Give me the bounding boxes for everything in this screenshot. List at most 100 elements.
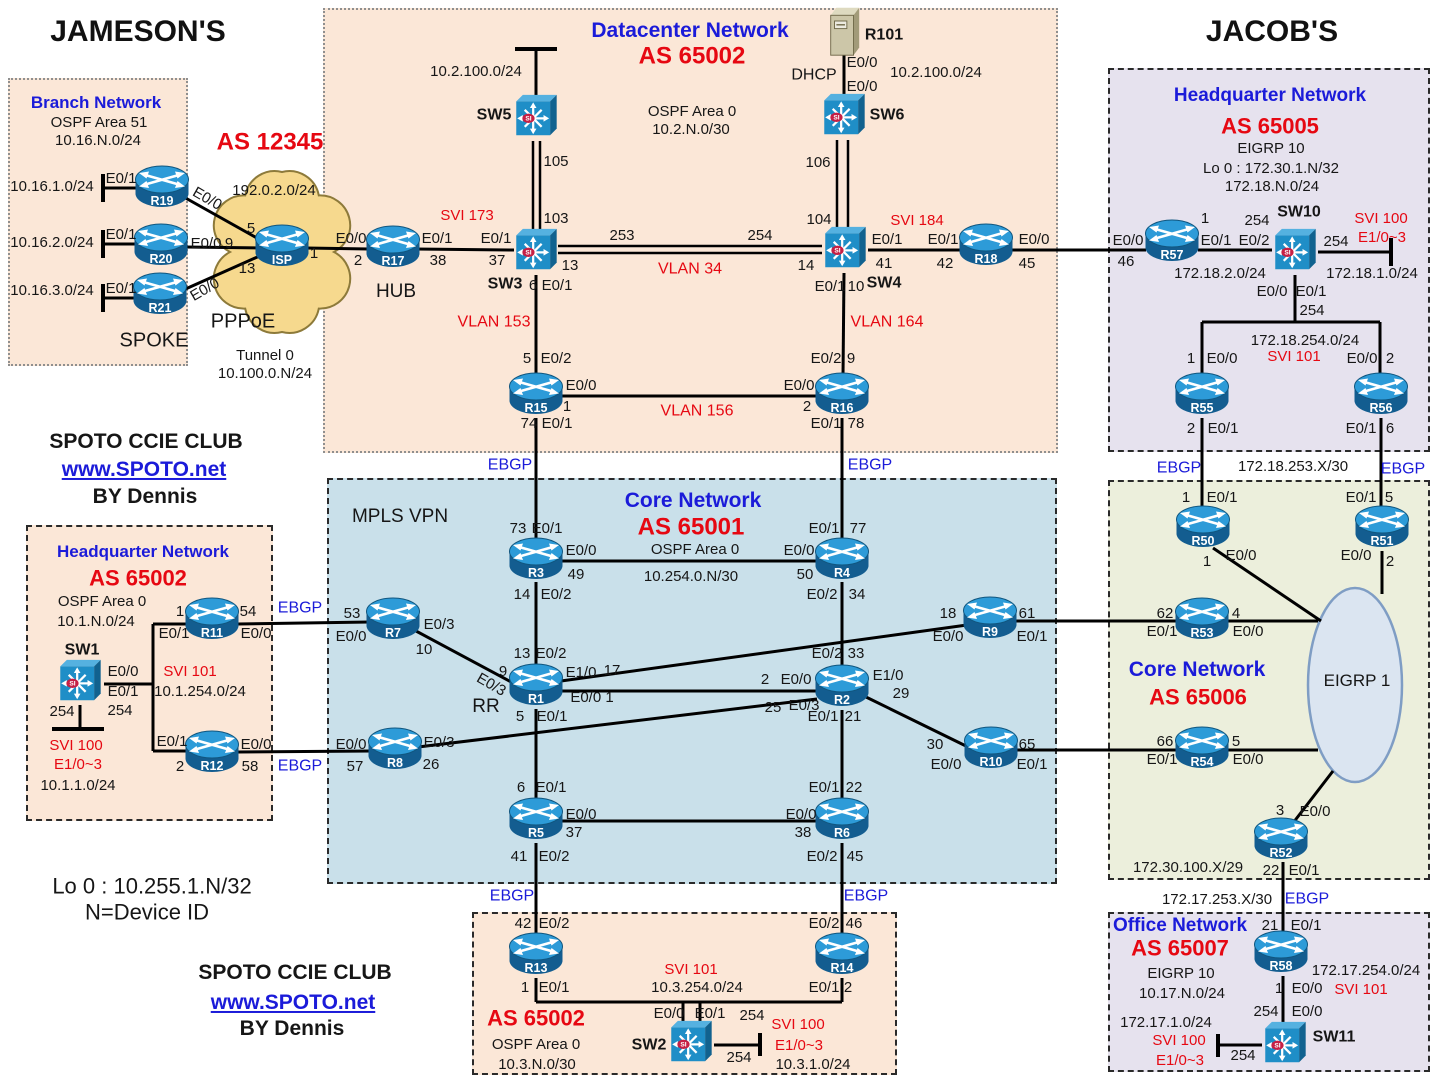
label-10-100-0-n-24: 10.100.0.N/24 (217, 365, 313, 383)
label-e0-3: E0/3 (788, 697, 820, 715)
region-branch-network (8, 78, 188, 366)
label-n-device-id: N=Device ID (84, 899, 210, 925)
label-e0-0: E0/0 (930, 756, 962, 774)
link-41 (1291, 770, 1335, 824)
label-as-65002: AS 65002 (89, 565, 187, 591)
label-6: 6 (1385, 420, 1395, 438)
label-sw6: SW6 (869, 106, 905, 124)
label-61: 61 (1018, 605, 1036, 623)
label-e0-1: E0/1 (1295, 283, 1327, 301)
router-R54: R54 (1174, 725, 1230, 776)
label-ebgp: EBGP (277, 599, 323, 617)
label-e0-1: E0/1 (1206, 489, 1238, 507)
label-e0-1: E0/1 (807, 708, 839, 726)
router-icon: R5 (509, 797, 563, 840)
label-hub: HUB (375, 281, 417, 303)
label-254: 254 (739, 1007, 765, 1025)
label-e0-1: E0/1 (105, 170, 137, 188)
switch-icon: SI (516, 94, 557, 136)
router-icon: R8 (368, 727, 422, 770)
label-53: 53 (343, 605, 361, 623)
label-2: 2 (802, 398, 812, 416)
link-9 (305, 246, 370, 251)
router-R12: R12 (184, 729, 240, 780)
label-e0-2: E0/2 (535, 645, 567, 663)
router-icon: R15 (509, 372, 563, 415)
label-34: 34 (848, 586, 866, 604)
label-sw4: SW4 (866, 274, 902, 292)
label-ebgp: EBGP (847, 456, 893, 474)
label-172-18-2-0-24: 172.18.2.0/24 (1174, 265, 1266, 283)
label-e0-0: E0/0 (1232, 751, 1264, 769)
label-e0-2: E0/2 (811, 645, 843, 663)
label-e0-0: E0/0 (1346, 350, 1378, 368)
label-5: 5 (522, 350, 532, 368)
switch-SW6: SI (821, 91, 868, 143)
svg-text:R1: R1 (528, 692, 544, 706)
label-e0-1: E0/1 (1290, 917, 1322, 935)
label-13: 13 (238, 260, 256, 278)
svg-text:R12: R12 (201, 759, 224, 773)
label-e0-0: E0/0 (846, 78, 878, 96)
label-e0-0: E0/0 (846, 54, 878, 72)
label-e0-2: E0/2 (808, 915, 840, 933)
label-5: 5 (246, 220, 256, 238)
label-49: 49 (567, 566, 585, 584)
label-sw11: SW11 (1312, 1028, 1356, 1046)
switch-icon: SI (516, 228, 557, 270)
label-46: 46 (1117, 253, 1135, 271)
label-vlan-34: VLAN 34 (657, 260, 723, 278)
label-e0-1: E0/1 (535, 779, 567, 797)
label-14: 14 (513, 586, 531, 604)
label-10-1-n-0-24: 10.1.N.0/24 (57, 613, 135, 631)
label-svi-101: SVI 101 (1267, 348, 1321, 366)
label-22: 22 (845, 779, 863, 797)
label-vlan-153: VLAN 153 (457, 313, 531, 331)
label-mpls-vpn: MPLS VPN (351, 506, 449, 528)
label-e0-1: E0/1 (541, 415, 573, 433)
label-5: 5 (1384, 489, 1394, 507)
label-as-65002: AS 65002 (487, 1005, 585, 1031)
router-R9: R9 (962, 595, 1018, 646)
label-254: 254 (107, 702, 133, 720)
svg-text:R57: R57 (1161, 248, 1184, 262)
label-25: 25 (764, 699, 782, 717)
label-ebgp: EBGP (489, 887, 535, 905)
svg-text:R16: R16 (831, 401, 854, 415)
label-18: 18 (939, 605, 957, 623)
label-svi-100: SVI 100 (1152, 1032, 1206, 1050)
svg-text:SI: SI (834, 248, 840, 255)
label-2: 2 (1385, 350, 1395, 368)
label-e1-0: E1/0 (872, 667, 904, 685)
label-172-18-n-0-24: 172.18.N.0/24 (1224, 178, 1320, 196)
label-13: 13 (561, 257, 579, 275)
label-sw5: SW5 (476, 106, 512, 124)
label-38: 38 (429, 252, 447, 270)
label-172-17-1-0-24: 172.17.1.0/24 (1120, 1014, 1212, 1032)
svg-text:ISP: ISP (272, 253, 292, 267)
label-e0-0: E0/0 (1225, 547, 1257, 565)
label-lo-0-172-30-1-n-32: Lo 0 : 172.30.1.N/32 (1203, 160, 1339, 178)
label-rr: RR (472, 696, 500, 718)
label-ebgp: EBGP (1156, 459, 1202, 477)
label-e0-2: E0/2 (540, 350, 572, 368)
label-r101: R101 (864, 26, 904, 44)
label-17: 17 (603, 662, 621, 680)
label-58: 58 (241, 758, 259, 776)
label-e0-0: E0/0 (783, 377, 815, 395)
label-e0-1: E0/1 (694, 1005, 726, 1023)
label-37: 37 (565, 824, 583, 842)
router-R1: R1 (508, 662, 564, 713)
label-e0-0: E0/0 (1232, 623, 1264, 641)
link-23 (841, 272, 846, 377)
svg-text:SI: SI (525, 250, 531, 257)
label-10-1-254-0-24: 10.1.254.0/24 (154, 683, 246, 701)
label-1: 1 (1274, 980, 1284, 998)
label-254: 254 (747, 227, 773, 245)
label-172-18-254-0-24: 172.18.254.0/24 (1250, 332, 1360, 350)
link-10 (414, 247, 515, 252)
label-2: 2 (1385, 553, 1395, 571)
label-sw2: SW2 (631, 1036, 667, 1054)
router-R11: R11 (184, 596, 240, 647)
switch-SW3: SI (513, 226, 560, 278)
